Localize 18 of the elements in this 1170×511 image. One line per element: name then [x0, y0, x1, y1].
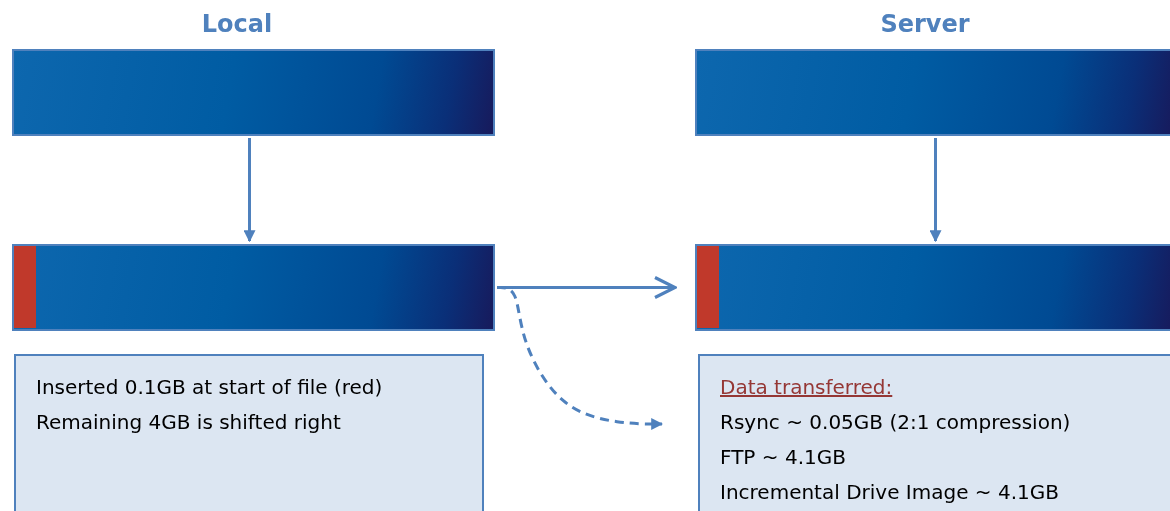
text-line: FTP ~ 4.1GB — [720, 444, 846, 471]
column-heading: Server — [880, 10, 970, 38]
file-bar — [12, 244, 495, 331]
column-heading: Local — [201, 10, 273, 38]
text-line: Inserted 0.1GB at start of file (red) — [36, 374, 383, 401]
text-box — [698, 354, 1170, 511]
file-bar — [695, 244, 1170, 331]
arrow — [929, 138, 942, 243]
inserted-segment — [14, 246, 36, 328]
inserted-segment — [697, 246, 719, 328]
file-bar — [12, 49, 495, 136]
text-line: Rsync ~ 0.05GB (2:1 compression) — [720, 409, 1071, 436]
heading: Data transferred: — [720, 374, 893, 401]
file-bar — [695, 49, 1170, 136]
arrow — [243, 138, 256, 243]
text-box — [14, 354, 484, 511]
text-line: Incremental Drive Image ~ 4.1GB — [720, 479, 1059, 506]
text-line: Remaining 4GB is shifted right — [36, 409, 341, 436]
